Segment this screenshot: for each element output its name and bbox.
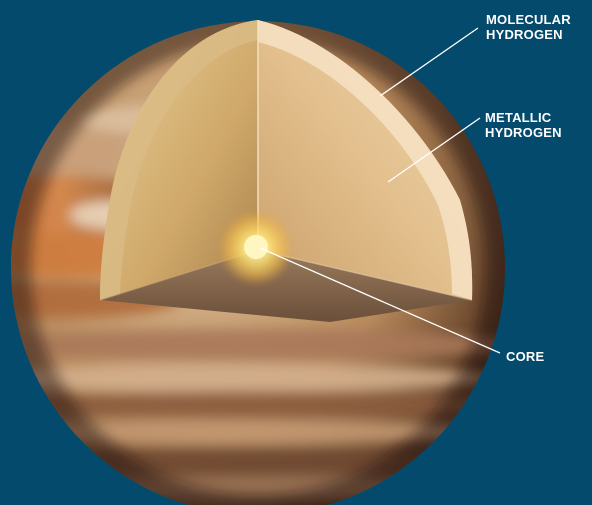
molecular-hydrogen-label: MOLECULAR HYDROGEN — [486, 12, 571, 42]
core-label: CORE — [506, 349, 544, 364]
metallic-hydrogen-label-line2: HYDROGEN — [485, 125, 562, 140]
molecular-hydrogen-label-line1: MOLECULAR — [486, 12, 571, 27]
metallic-hydrogen-label-line1: METALLIC — [485, 110, 562, 125]
core-glow — [218, 210, 294, 286]
metallic-hydrogen-label: METALLIC HYDROGEN — [485, 110, 562, 140]
molecular-hydrogen-label-line2: HYDROGEN — [486, 27, 571, 42]
molecular-hydrogen-leader-line — [380, 28, 478, 96]
core-label-text: CORE — [506, 349, 544, 364]
